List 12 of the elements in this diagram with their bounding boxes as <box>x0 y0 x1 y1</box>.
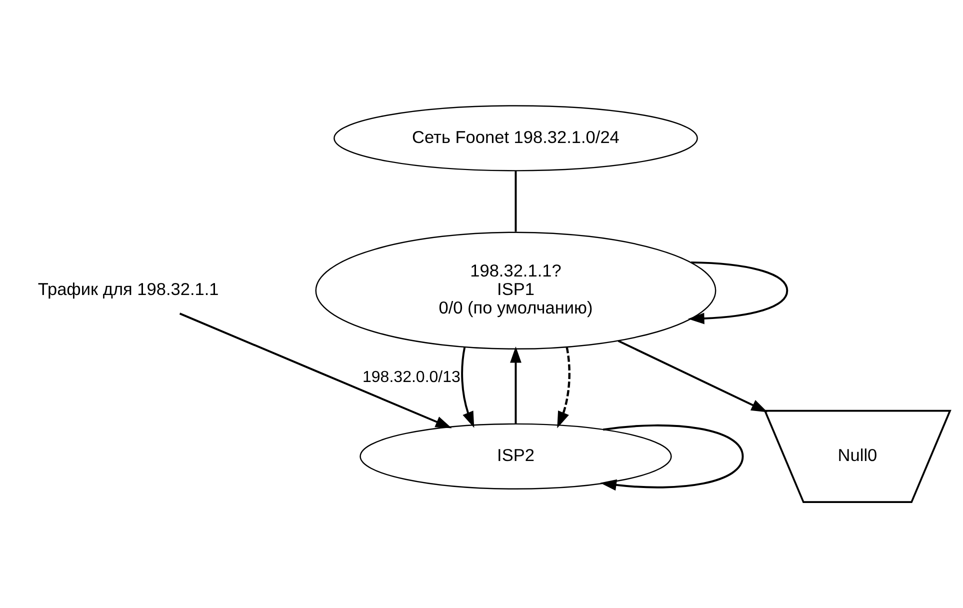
arrow <box>461 346 474 428</box>
connector <box>514 170 517 232</box>
node-ellipse: Сеть Foonet 198.32.1.0/24 <box>334 105 698 172</box>
arrow <box>510 346 522 424</box>
edge-label: 198.32.0.0/13 <box>362 368 460 386</box>
arrow <box>600 424 744 491</box>
node-text: Трафик для 198.32.1.1 <box>38 279 219 300</box>
arrow <box>179 312 452 428</box>
arrow <box>618 340 768 412</box>
arrow <box>557 346 570 428</box>
arrow <box>688 261 788 324</box>
node-ellipse: 198.32.1.1? ISP1 0/0 (по умолчанию) <box>315 232 716 350</box>
